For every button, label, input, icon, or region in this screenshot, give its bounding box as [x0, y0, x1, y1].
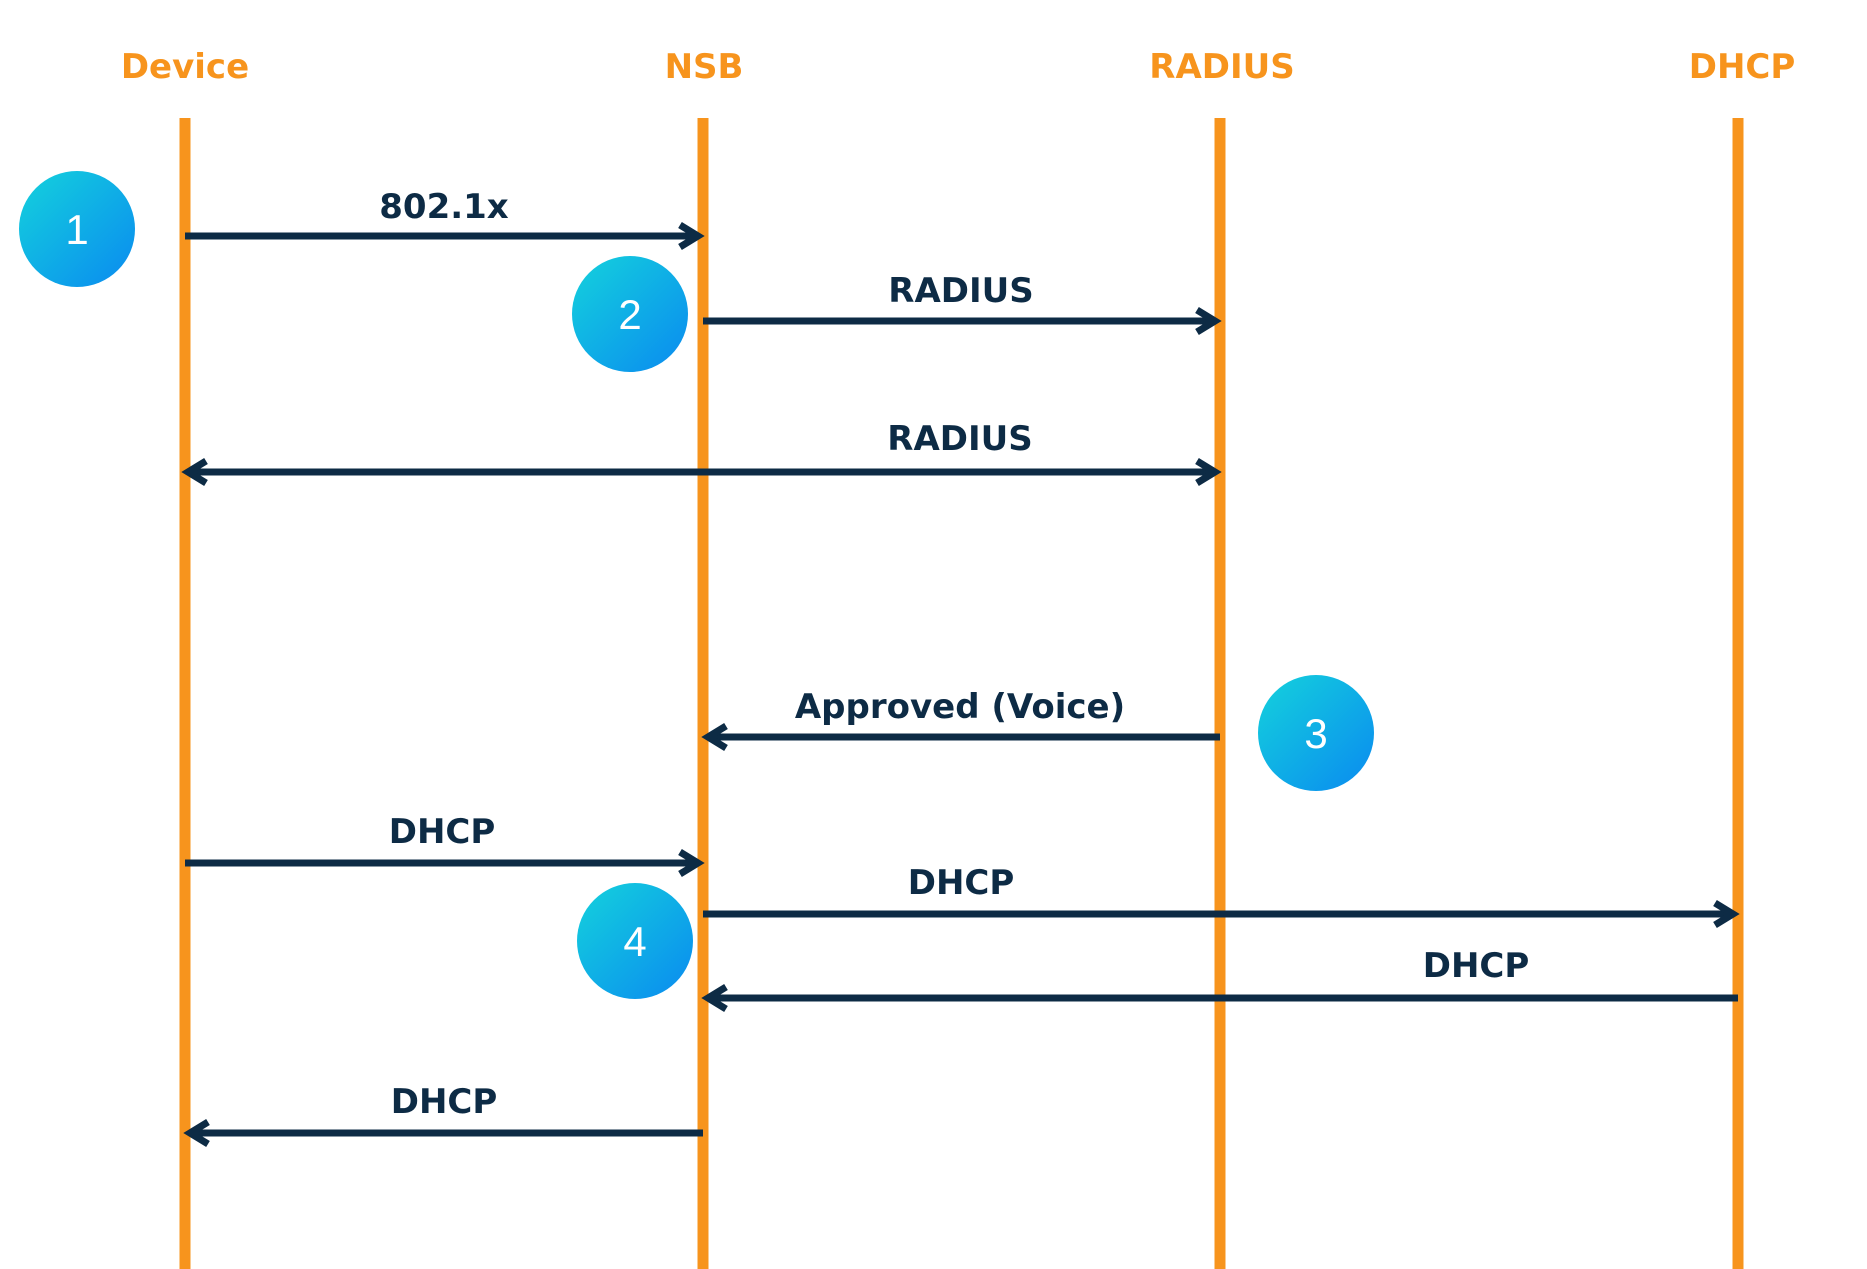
message-arrow	[185, 849, 705, 877]
message-arrow	[701, 723, 1220, 751]
message-label: 802.1x	[379, 187, 509, 227]
actor-label-dhcp: DHCP	[1689, 47, 1796, 87]
message-label: DHCP	[391, 1082, 498, 1122]
message-arrow	[185, 222, 705, 250]
step-badge-1: 1	[19, 171, 135, 287]
message-label: DHCP	[389, 812, 496, 852]
step-number: 1	[65, 206, 88, 253]
message-label: RADIUS	[888, 271, 1033, 311]
message-arrow	[703, 307, 1222, 335]
message-label: RADIUS	[887, 419, 1032, 459]
message-arrow	[183, 1119, 703, 1147]
message-label: DHCP	[908, 863, 1015, 903]
actor-label-device: Device	[121, 47, 249, 87]
actor-label-nsb: NSB	[665, 47, 744, 87]
step-badge-3: 3	[1258, 675, 1374, 791]
step-number: 4	[623, 918, 646, 965]
message-arrow	[703, 900, 1740, 928]
step-number: 2	[618, 291, 641, 338]
step-number: 3	[1304, 710, 1327, 757]
step-badge-4: 4	[577, 883, 693, 999]
message-arrow	[701, 984, 1738, 1012]
message-label: Approved (Voice)	[795, 687, 1125, 727]
step-badge-2: 2	[572, 256, 688, 372]
message-arrow	[181, 458, 1222, 486]
message-label: DHCP	[1423, 946, 1530, 986]
actor-label-radius: RADIUS	[1149, 47, 1294, 87]
